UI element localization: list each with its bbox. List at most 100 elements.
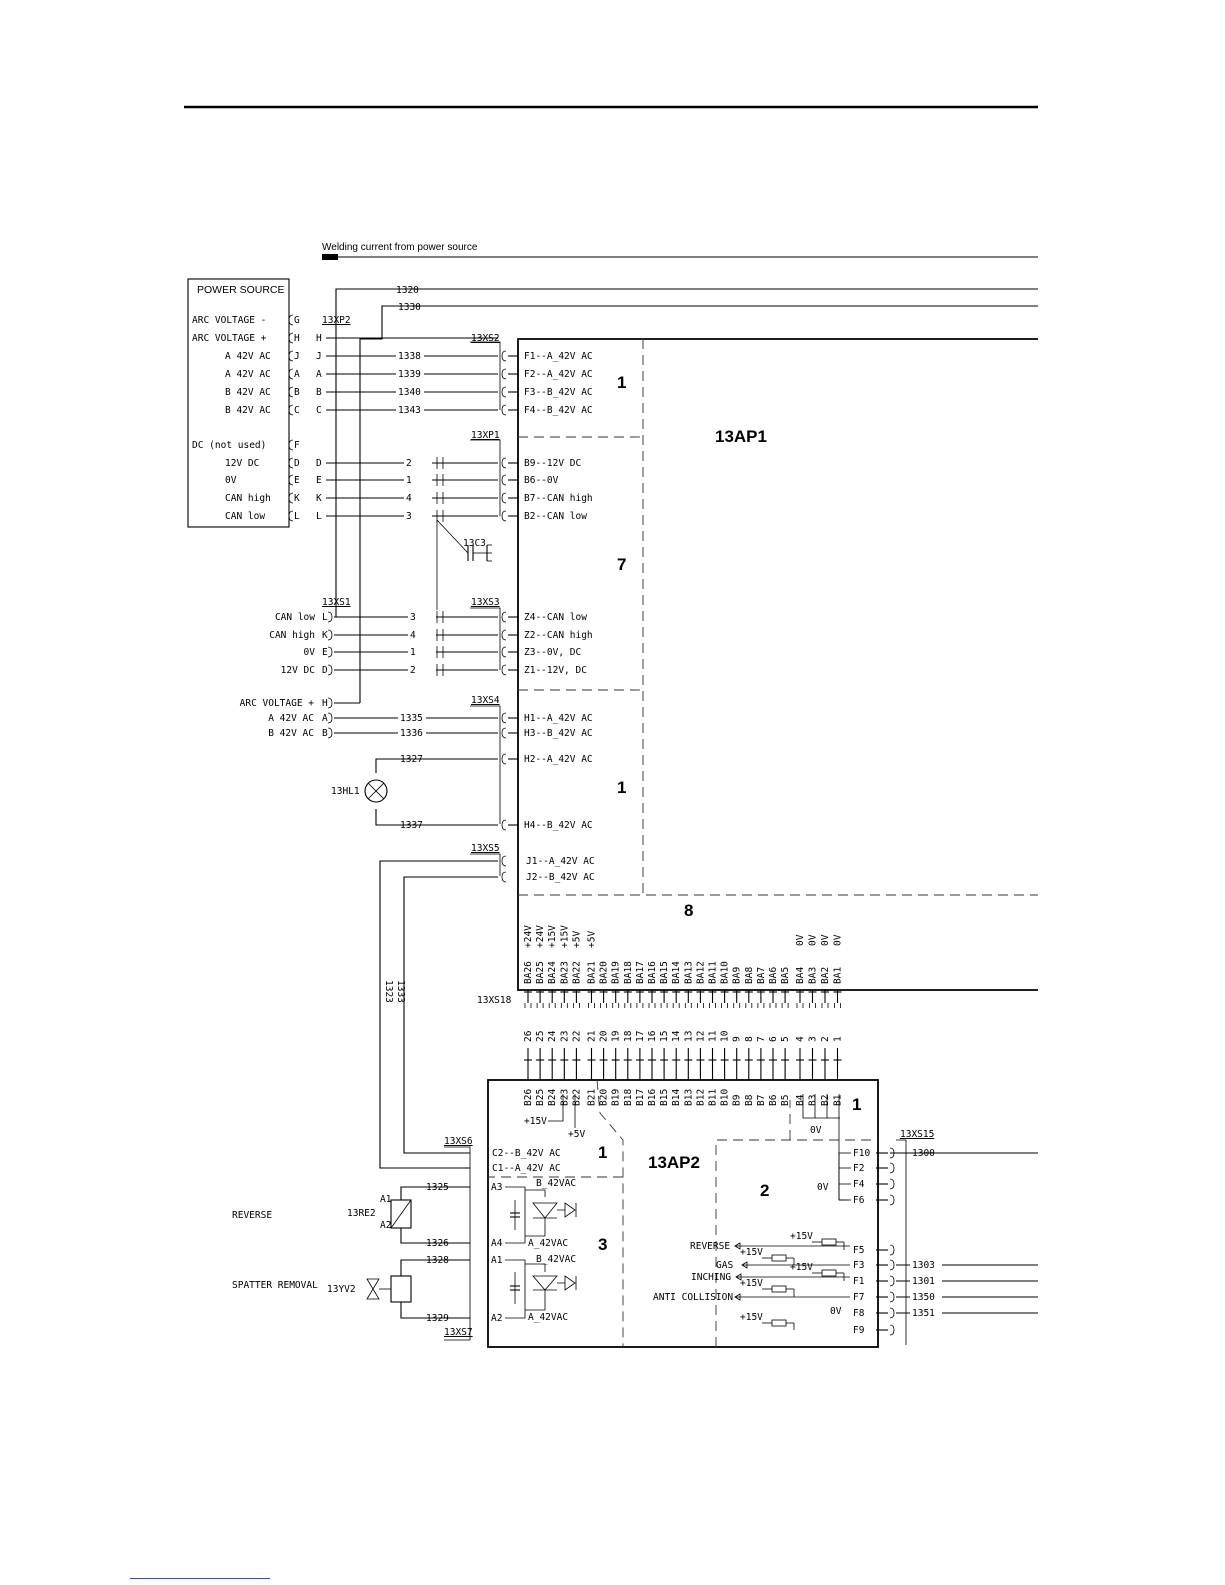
xs15-pin: F9	[853, 1324, 895, 1336]
svg-text:A2: A2	[491, 1313, 502, 1324]
svg-text:BA4: BA4	[795, 967, 806, 984]
svg-text:B7: B7	[756, 1095, 767, 1106]
svg-text:BA7: BA7	[756, 967, 767, 984]
svg-text:18: 18	[623, 1030, 634, 1042]
svg-text:A_42VAC: A_42VAC	[528, 1238, 568, 1249]
svg-text:19: 19	[611, 1030, 622, 1042]
top-lines: 1320 1330	[335, 285, 1038, 703]
ap1-section-7: 7	[617, 555, 626, 574]
xs15-connector: 13XS15 F10F2F4F6F5F3F1F7F8F9130013031301…	[653, 1129, 1038, 1345]
svg-text:B23: B23	[559, 1089, 570, 1106]
svg-text:F3: F3	[853, 1260, 864, 1271]
svg-text:B: B	[316, 387, 322, 398]
svg-text:BA26: BA26	[523, 961, 534, 984]
svg-text:3: 3	[808, 1036, 819, 1042]
svg-text:+15V: +15V	[790, 1262, 813, 1273]
xs15-pin: F8	[853, 1307, 895, 1319]
svg-text:A 42V AC: A 42V AC	[225, 369, 271, 380]
svg-text:H: H	[294, 333, 300, 344]
svg-text:1320: 1320	[396, 285, 419, 296]
ap1-section-1b: 1	[617, 778, 626, 797]
svg-text:BA22: BA22	[571, 961, 582, 984]
svg-text:F1: F1	[853, 1276, 865, 1287]
svg-text:24: 24	[547, 1030, 558, 1042]
welding-current-label: Welding current from power source	[322, 242, 478, 253]
svg-text:H2--A_42V AC: H2--A_42V AC	[524, 754, 593, 765]
xs4-label: 13XS4	[471, 695, 500, 706]
svg-text:A3: A3	[491, 1182, 502, 1193]
yv2-label: 13YV2	[327, 1284, 356, 1295]
svg-text:H3--B_42V AC: H3--B_42V AC	[524, 728, 593, 739]
svg-text:B_42VAC: B_42VAC	[536, 1254, 576, 1265]
svg-text:0V: 0V	[808, 934, 819, 946]
svg-text:CAN low: CAN low	[225, 511, 265, 522]
svg-text:1: 1	[833, 1036, 844, 1042]
svg-text:BA6: BA6	[768, 967, 779, 984]
svg-text:G: G	[294, 315, 300, 326]
ap1-section-8: 8	[684, 901, 693, 920]
svg-text:B15: B15	[659, 1089, 670, 1106]
xp2-label: 13XP2	[322, 315, 351, 326]
xs6-label: 13XS6	[444, 1136, 473, 1147]
svg-text:BA12: BA12	[695, 961, 706, 984]
svg-text:F8: F8	[853, 1308, 865, 1319]
ap2-section-1a: 1	[852, 1095, 861, 1114]
xs15-pin: F2	[839, 1162, 895, 1174]
ap2-section-2: 2	[760, 1181, 769, 1200]
svg-text:+5V: +5V	[587, 931, 598, 948]
svg-text:0V: 0V	[304, 647, 316, 658]
svg-text:F4: F4	[853, 1179, 865, 1190]
svg-text:B25: B25	[535, 1089, 546, 1106]
svg-text:A: A	[322, 713, 328, 724]
svg-text:15: 15	[659, 1031, 670, 1042]
svg-text:1340: 1340	[398, 387, 421, 398]
svg-text:0V: 0V	[817, 1182, 829, 1193]
svg-text:22: 22	[571, 1031, 582, 1042]
svg-text:E: E	[316, 475, 322, 486]
svg-text:F10: F10	[853, 1148, 870, 1159]
svg-text:0V: 0V	[795, 934, 806, 946]
svg-text:B11: B11	[708, 1089, 719, 1106]
svg-text:BA19: BA19	[611, 961, 622, 984]
svg-text:1301: 1301	[912, 1276, 935, 1287]
svg-text:9: 9	[732, 1036, 743, 1042]
ap1-label: 13AP1	[715, 427, 767, 446]
svg-text:BA15: BA15	[659, 961, 670, 984]
svg-text:D: D	[316, 458, 322, 469]
pullup-resistor: +15V	[740, 1312, 795, 1330]
xs6-pin-c2: C2--B_42V AC	[492, 1148, 561, 1159]
svg-text:A 42V AC: A 42V AC	[225, 351, 271, 362]
ap2-section-1b: 1	[598, 1143, 607, 1162]
power-source-row: ARC VOLTAGE -G	[192, 314, 300, 326]
ap1-block: 13AP1 1 7 1 8	[517, 338, 1038, 991]
svg-text:BA8: BA8	[744, 967, 755, 984]
svg-text:B6--0V: B6--0V	[524, 475, 559, 486]
svg-text:1303: 1303	[912, 1260, 935, 1271]
svg-text:H: H	[322, 698, 328, 709]
footer-link-underline	[130, 1578, 270, 1579]
svg-text:B8: B8	[744, 1094, 755, 1106]
svg-text:14: 14	[671, 1030, 682, 1042]
svg-text:1343: 1343	[398, 405, 421, 416]
valve-icon	[366, 1278, 380, 1300]
svg-text:B26: B26	[523, 1089, 534, 1106]
svg-text:1328: 1328	[426, 1255, 449, 1266]
svg-text:Z4--CAN low: Z4--CAN low	[524, 612, 587, 623]
svg-text:J: J	[316, 351, 322, 362]
svg-text:F9: F9	[853, 1325, 865, 1336]
svg-text:BA3: BA3	[808, 967, 819, 984]
svg-text:F6: F6	[853, 1195, 865, 1206]
